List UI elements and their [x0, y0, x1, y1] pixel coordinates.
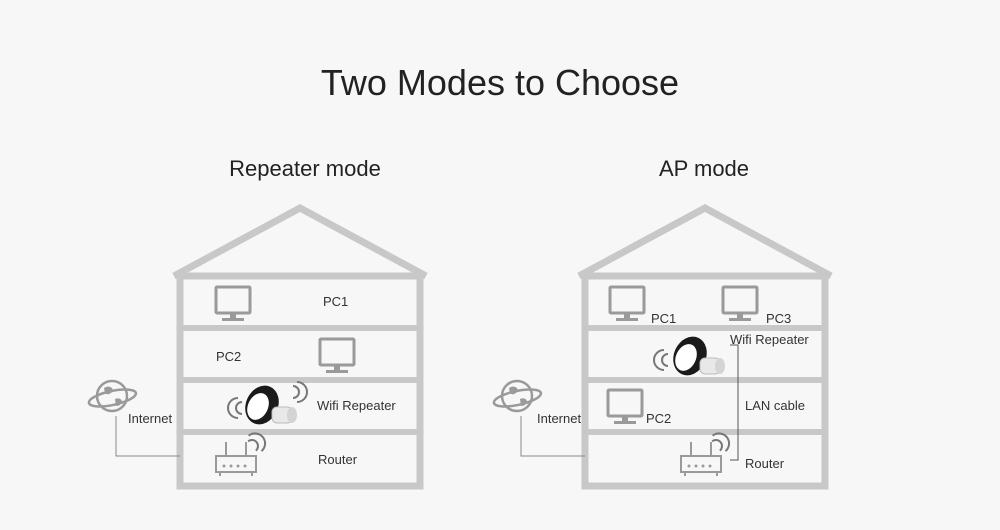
internet-line — [520, 416, 585, 457]
ap-house — [577, 204, 833, 490]
router-icon — [680, 441, 722, 477]
monitor-icon — [214, 285, 252, 323]
repeater-house — [172, 204, 428, 490]
label-router: Router — [318, 452, 358, 467]
label-pc1: PC1 — [651, 311, 677, 326]
label-internet: Internet — [128, 411, 173, 426]
monitor-icon — [608, 285, 646, 323]
wifi-waves-icon — [227, 397, 243, 419]
label-wifi-repeater: Wifi Repeater — [730, 332, 809, 347]
repeater-device-icon — [666, 330, 726, 382]
internet-line — [115, 416, 180, 457]
wifi-waves-icon — [653, 349, 669, 371]
label-pc3: PC3 — [766, 311, 792, 326]
monitor-icon — [721, 285, 759, 323]
monitor-icon — [606, 388, 644, 426]
wifi-waves-icon — [292, 381, 308, 403]
lan-cable-line — [730, 344, 739, 461]
page-title: Two Modes to Choose — [320, 62, 680, 103]
repeater-device-icon — [238, 379, 298, 431]
label-pc1: PC1 — [323, 294, 349, 309]
label-internet: Internet — [537, 411, 582, 426]
label-pc2: PC2 — [216, 349, 242, 364]
label-pc2: PC2 — [646, 411, 672, 426]
label-router: Router — [745, 456, 785, 471]
globe-icon — [491, 379, 544, 413]
repeater-mode-title: Repeater mode — [229, 156, 381, 181]
globe-icon — [86, 379, 139, 413]
label-wifi-repeater: Wifi Repeater — [317, 398, 396, 413]
label-lan-cable: LAN cable — [745, 398, 805, 413]
monitor-icon — [318, 337, 356, 375]
ap-mode-title: AP mode — [658, 156, 750, 181]
router-icon — [215, 441, 257, 477]
